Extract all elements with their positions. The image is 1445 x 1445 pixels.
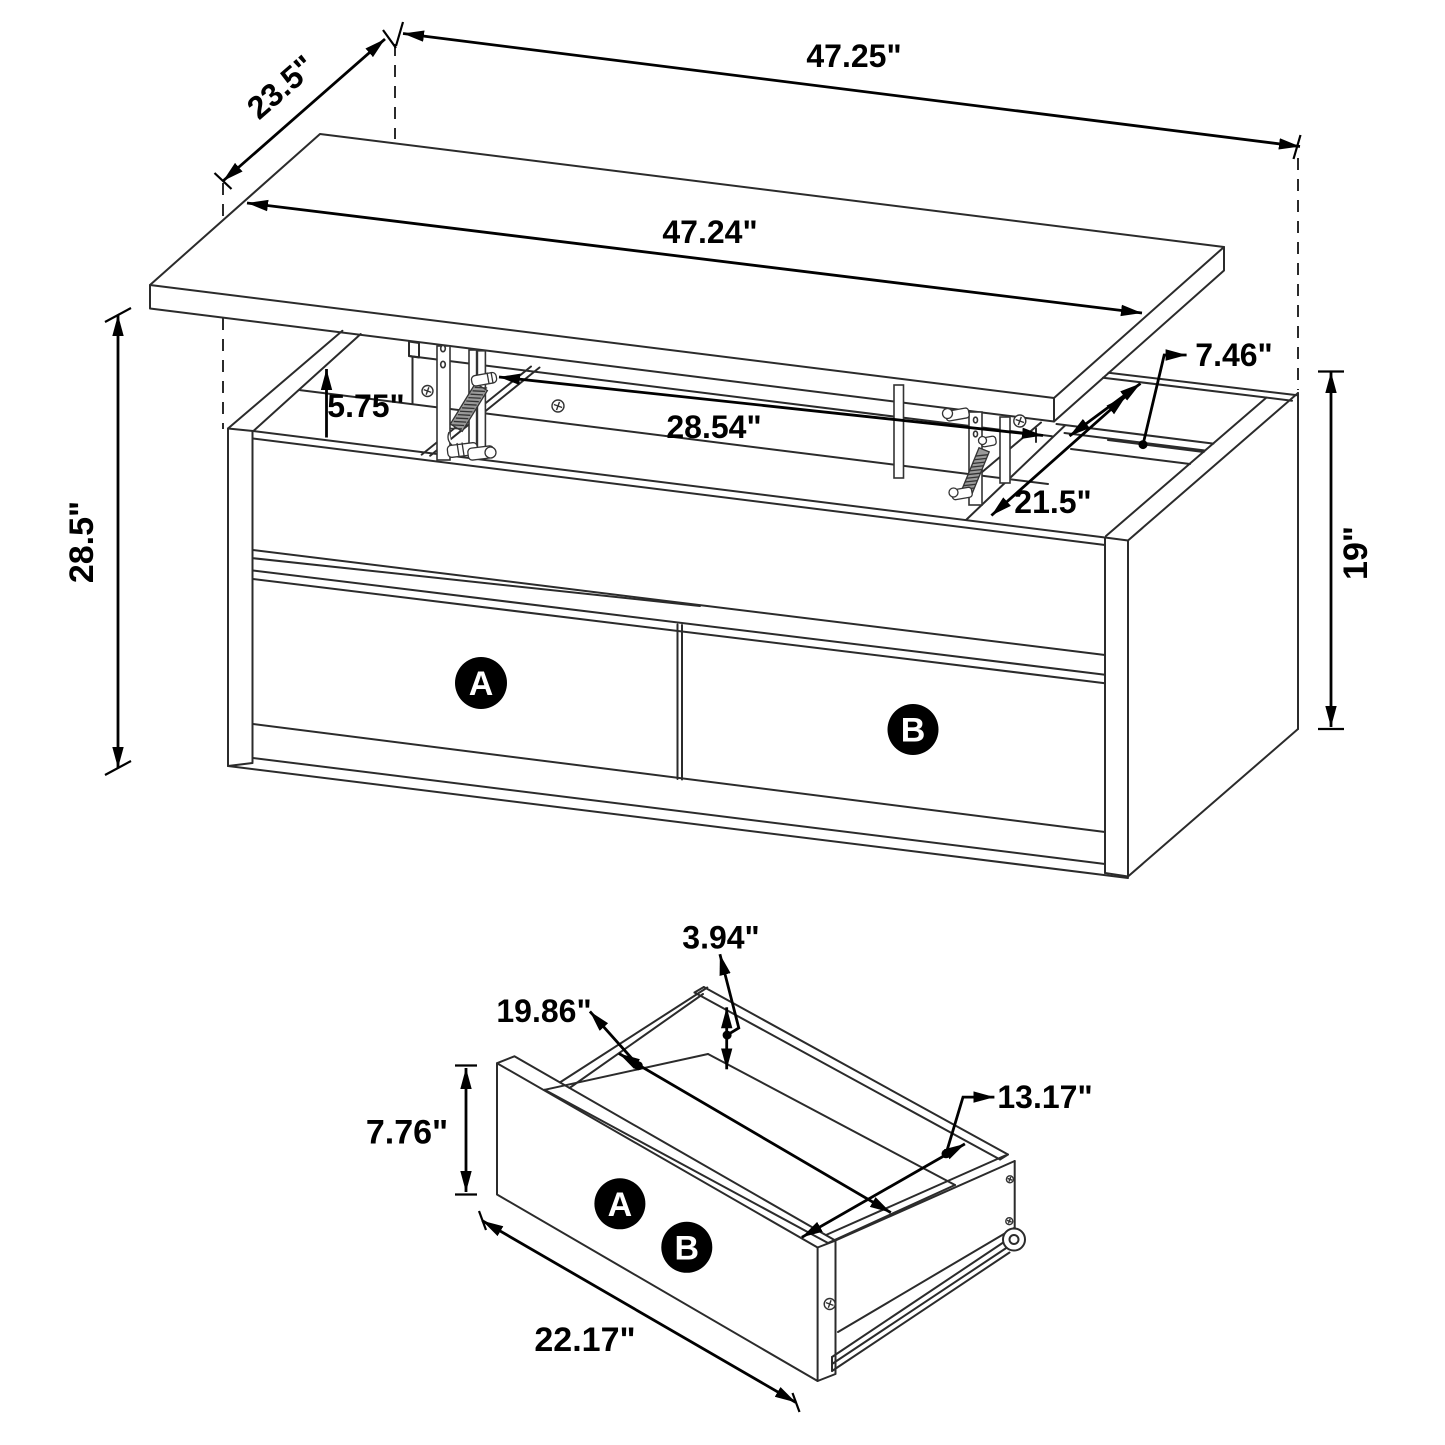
- svg-text:23.5": 23.5": [240, 48, 322, 126]
- svg-text:7.46": 7.46": [1195, 337, 1272, 373]
- svg-text:A: A: [469, 665, 494, 703]
- svg-text:19": 19": [1337, 526, 1375, 580]
- svg-text:5.75": 5.75": [327, 388, 404, 424]
- svg-text:19.86": 19.86": [496, 993, 591, 1029]
- svg-text:A: A: [608, 1186, 633, 1224]
- svg-text:B: B: [901, 712, 926, 750]
- svg-text:47.25": 47.25": [806, 38, 901, 74]
- svg-text:3.94": 3.94": [682, 920, 759, 956]
- svg-text:B: B: [675, 1229, 700, 1267]
- svg-text:22.17": 22.17": [534, 1321, 635, 1359]
- svg-text:13.17": 13.17": [997, 1079, 1092, 1115]
- svg-text:47.24": 47.24": [662, 214, 757, 250]
- svg-text:7.76": 7.76": [366, 1114, 448, 1152]
- svg-text:21.5": 21.5": [1014, 484, 1091, 520]
- svg-text:28.5": 28.5": [63, 501, 101, 583]
- svg-text:28.54": 28.54": [666, 409, 761, 445]
